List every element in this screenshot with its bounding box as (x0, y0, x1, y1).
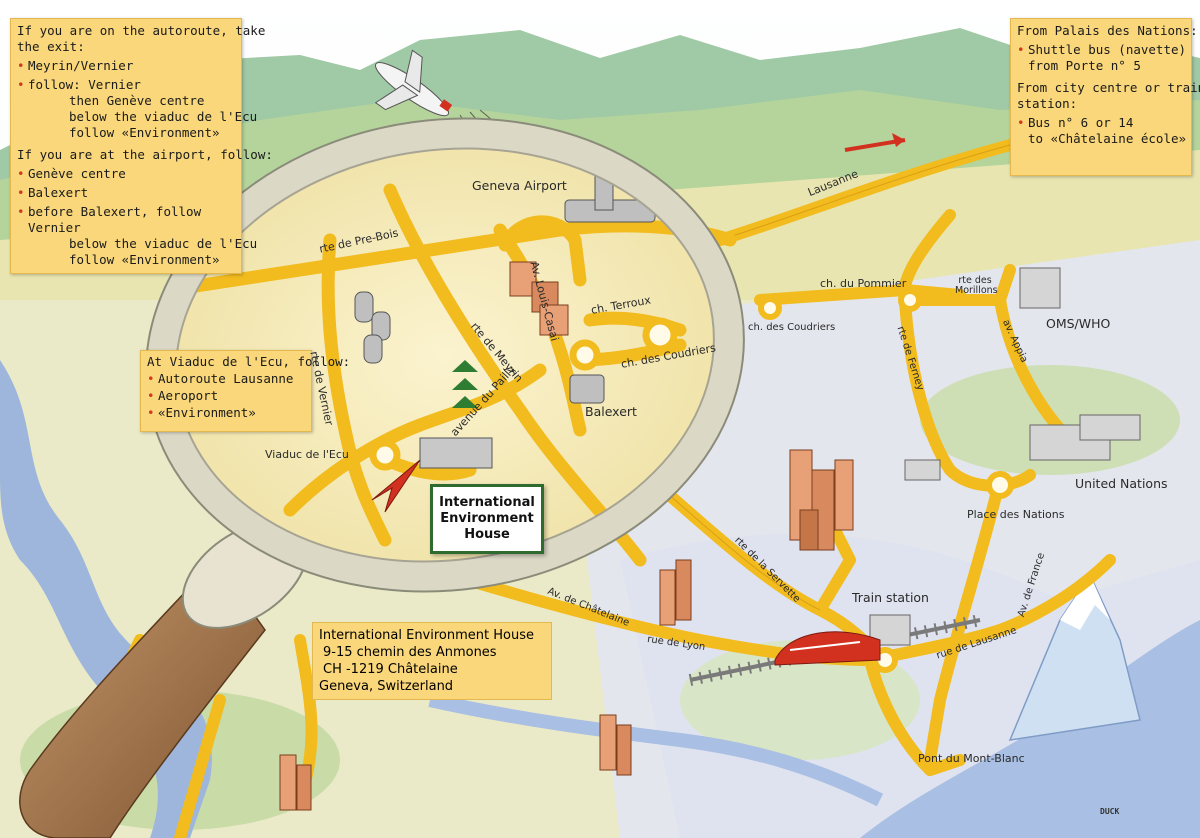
public-transport-panel: From Palais des Nations: Shuttle bus (na… (1010, 18, 1200, 176)
palais-item-line-1: Shuttle bus (navette) (1028, 42, 1187, 57)
artist-signature: DUCK (1100, 807, 1120, 816)
city-item: Bus n° 6 or 14 to «Châtelaine école» (1017, 115, 1187, 147)
label-oms-who: OMS/WHO (1046, 316, 1111, 331)
airport-sub-line-2: follow «Environment» (69, 252, 220, 267)
city-intro-line-2: station: (1017, 96, 1078, 111)
city-intro-line-1: From city centre or train (1017, 80, 1200, 95)
palais-item-line-2: from Porte n° 5 (1028, 58, 1141, 73)
palais-item: Shuttle bus (navette) from Porte n° 5 (1017, 42, 1187, 74)
airport-sub-line-1: below the viaduc de l'Ecu (69, 236, 258, 251)
follow-sub-line-1: then Genève centre (69, 93, 205, 108)
autoroute-item-follow: follow: Vernier (17, 77, 235, 93)
address-line-3: CH -1219 Châtelaine (323, 662, 458, 677)
follow-sub-line-3: follow «Environment» (69, 125, 220, 140)
airport-item-geneve-centre: Genève centre (17, 166, 235, 182)
ieh-line-3: House (464, 527, 510, 542)
label-pont-mont-blanc: Pont du Mont-Blanc (918, 752, 1025, 765)
address-line-1: International Environment House (319, 628, 534, 643)
viaduc-intro: At Viaduc de l'Ecu, follow: (147, 354, 351, 369)
international-environment-house-marker: International Environment House (430, 484, 544, 554)
viaduc-directions-panel: At Viaduc de l'Ecu, follow: Autoroute La… (140, 350, 351, 432)
airport-item-before-balexert: before Balexert, follow Vernier (17, 204, 235, 236)
address-line-4: Geneva, Switzerland (319, 679, 454, 694)
viaduc-item-aeroport: Aeroport (147, 388, 305, 404)
label-ch-coudriers-outer: ch. des Coudriers (748, 322, 836, 333)
viaduc-item-environment: «Environment» (147, 405, 305, 421)
label-balexert: Balexert (585, 404, 637, 419)
label-geneva-airport: Geneva Airport (472, 178, 567, 193)
label-train-station: Train station (852, 590, 929, 605)
palais-intro: From Palais des Nations: (1017, 23, 1198, 38)
city-item-line-2: to «Châtelaine école» (1028, 131, 1187, 146)
address-panel: International Environment House 9-15 che… (312, 622, 552, 700)
ieh-line-1: International (439, 495, 535, 510)
autoroute-intro-line-2: the exit: (17, 39, 85, 54)
label-united-nations: United Nations (1075, 476, 1168, 491)
ieh-line-2: Environment (440, 511, 534, 526)
autoroute-item-exit: Meyrin/Vernier (17, 58, 235, 74)
label-rte-morillons: rte des Morillons (955, 275, 998, 296)
airport-intro: If you are at the airport, follow: (17, 147, 273, 162)
follow-sub-line-2: below the viaduc de l'Ecu (69, 109, 258, 124)
address-line-2: 9-15 chemin des Anmones (323, 645, 497, 660)
city-item-line-1: Bus n° 6 or 14 (1028, 115, 1134, 130)
autoroute-directions-panel: If you are on the autoroute, take the ex… (10, 18, 273, 274)
viaduc-item-autoroute: Autoroute Lausanne (147, 371, 305, 387)
label-ch-pommier: ch. du Pommier (820, 277, 907, 290)
label-place-nations: Place des Nations (967, 508, 1065, 521)
autoroute-intro-line-1: If you are on the autoroute, take (17, 23, 266, 38)
label-viaduc-ecu: Viaduc de l'Ecu (265, 448, 349, 461)
airport-item-balexert: Balexert (17, 185, 235, 201)
